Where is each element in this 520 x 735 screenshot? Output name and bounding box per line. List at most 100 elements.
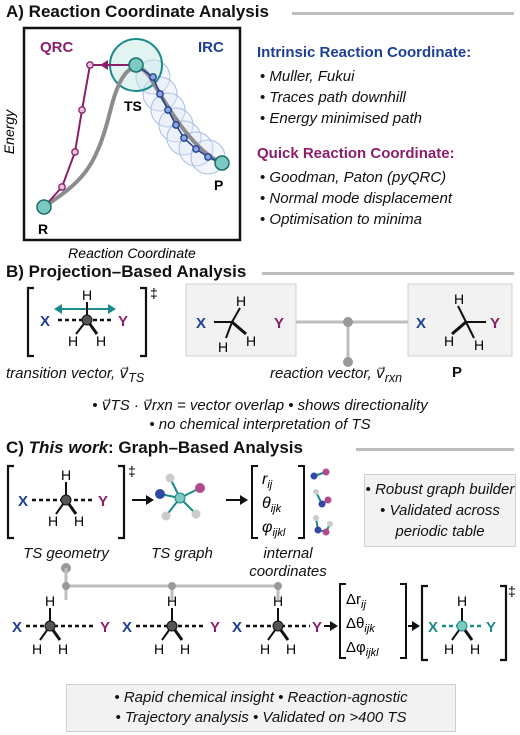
summary-box: • Rapid chemical insight • Reaction-agno…: [66, 684, 456, 732]
summary-line-2: • Trajectory analysis • Validated on >40…: [115, 709, 407, 726]
ts-label: TS: [124, 98, 142, 114]
svg-text:X: X: [428, 619, 438, 636]
svg-text:H: H: [32, 641, 42, 657]
svg-text:Y: Y: [486, 619, 496, 636]
section-b-rule: [262, 272, 514, 275]
svg-text:H: H: [444, 333, 454, 349]
projection-line-1: • v⃗TS · v⃗rxn = vector overlap • shows …: [92, 397, 428, 414]
svg-text:Y: Y: [274, 315, 284, 332]
p-label: P: [214, 177, 223, 193]
svg-text:H: H: [74, 513, 84, 529]
svg-text:X: X: [18, 493, 28, 510]
svg-text:H: H: [96, 333, 106, 349]
section-b-title: B) Projection–Based Analysis: [6, 262, 247, 281]
svg-text:H: H: [286, 641, 296, 657]
svg-text:‡: ‡: [128, 463, 136, 479]
svg-text:Δrij: Δrij: [346, 591, 366, 611]
list-item: Traces path downhill: [260, 87, 422, 108]
section-c-rule: [356, 448, 514, 451]
y-axis-label: Energy: [1, 109, 17, 154]
svg-text:H: H: [444, 641, 454, 657]
svg-text:H: H: [470, 641, 480, 657]
trajectory-frame-3: X H H H Y: [232, 593, 322, 657]
svg-text:H: H: [180, 641, 190, 657]
svg-text:H: H: [61, 467, 71, 483]
svg-text:rij: rij: [262, 471, 273, 491]
list-item: Validated across periodic table: [365, 500, 515, 542]
reactant-point: [36, 199, 52, 215]
list-item: Robust graph builder: [365, 479, 515, 500]
svg-text:X: X: [40, 313, 50, 330]
reaction-coordinate-plot: Energy Reaction Coordinate QRC IRC TS R …: [1, 26, 242, 261]
r-label: R: [38, 221, 48, 237]
product-label: P: [452, 364, 463, 381]
svg-text:Y: Y: [98, 493, 108, 510]
svg-text:H: H: [58, 641, 68, 657]
svg-text:X: X: [12, 619, 22, 636]
svg-text:H: H: [457, 593, 467, 609]
summary-line-1: • Rapid chemical insight • Reaction-agno…: [114, 689, 408, 706]
svg-text:H: H: [82, 287, 92, 303]
list-item: Normal mode displacement: [260, 188, 452, 209]
svg-text:X: X: [196, 315, 206, 332]
svg-text:H: H: [236, 293, 246, 309]
svg-text:Y: Y: [118, 313, 128, 330]
svg-text:H: H: [167, 593, 177, 609]
trajectory-frame-1: X H H H Y: [12, 593, 110, 657]
section-a-title: A) Reaction Coordinate Analysis: [6, 2, 269, 21]
svg-text:H: H: [260, 641, 270, 657]
qrc-list: Goodman, Paton (pyQRC) Normal mode displ…: [260, 167, 452, 230]
list-item: Goodman, Paton (pyQRC): [260, 167, 452, 188]
svg-text:θijk: θijk: [262, 495, 282, 515]
svg-text:H: H: [68, 333, 78, 349]
svg-text:X: X: [122, 619, 132, 636]
energy-curve: [42, 65, 223, 209]
svg-text:H: H: [246, 333, 256, 349]
transition-vector-label: transition vector, v⃗TS: [6, 365, 145, 385]
irc-heading: Intrinsic Reaction Coordinate:: [257, 44, 472, 61]
svg-text:H: H: [45, 593, 55, 609]
qrc-heading: Quick Reaction Coordinate:: [257, 145, 455, 162]
qrc-label: QRC: [40, 39, 74, 56]
svg-text:X: X: [232, 619, 242, 636]
svg-text:Y: Y: [312, 619, 322, 636]
svg-text:H: H: [273, 593, 283, 609]
svg-text:X: X: [416, 315, 426, 332]
plot-frame: [22, 26, 242, 242]
svg-text:Y: Y: [210, 619, 220, 636]
svg-text:H: H: [474, 337, 484, 353]
svg-text:Y: Y: [490, 315, 500, 332]
trajectory-frame-2: X H H H Y: [122, 593, 220, 657]
qrc-points: [58, 61, 94, 191]
graph-analysis-diagram: ‡ X H H H Y rij θijk φijkl X: [6, 463, 516, 662]
ts-graph-label: TS graph: [151, 545, 213, 562]
product-point: [214, 155, 230, 171]
svg-text:Y: Y: [100, 619, 110, 636]
irc-points: [149, 73, 212, 161]
svg-text:‡: ‡: [508, 583, 516, 599]
internal-coordinates-label: internal coordinates: [249, 545, 327, 580]
graph-builder-box: Robust graph builder Validated across pe…: [364, 474, 516, 547]
ts-point: [128, 57, 144, 73]
svg-text:H: H: [48, 513, 58, 529]
list-item: Muller, Fukui: [260, 66, 422, 87]
projection-diagram: ‡ H H H X Y X H H H Y X H H H Y: [26, 283, 513, 367]
svg-text:Δφijkl: Δφijkl: [346, 639, 379, 659]
projection-line-2: • no chemical interpretation of TS: [149, 416, 371, 433]
svg-text:H: H: [218, 339, 228, 355]
irc-label: IRC: [198, 39, 224, 56]
svg-text:H: H: [154, 641, 164, 657]
list-item: Optimisation to minima: [260, 209, 452, 230]
reaction-vector-label: reaction vector, v⃗rxn: [270, 365, 403, 385]
svg-text:H: H: [454, 291, 464, 307]
irc-list: Muller, Fukui Traces path downhill Energ…: [260, 66, 422, 129]
qrc-path: [43, 64, 136, 208]
svg-text:Δθijk: Δθijk: [346, 615, 375, 635]
ts-dagger: ‡: [150, 285, 158, 301]
section-a-rule: [292, 12, 514, 15]
x-axis-label: Reaction Coordinate: [68, 245, 196, 261]
list-item: Energy minimised path: [260, 108, 422, 129]
qrc-arrowhead: [100, 60, 108, 70]
section-c-title: C) This work: Graph–Based Analysis: [6, 438, 303, 457]
svg-text:φijkl: φijkl: [262, 519, 286, 539]
